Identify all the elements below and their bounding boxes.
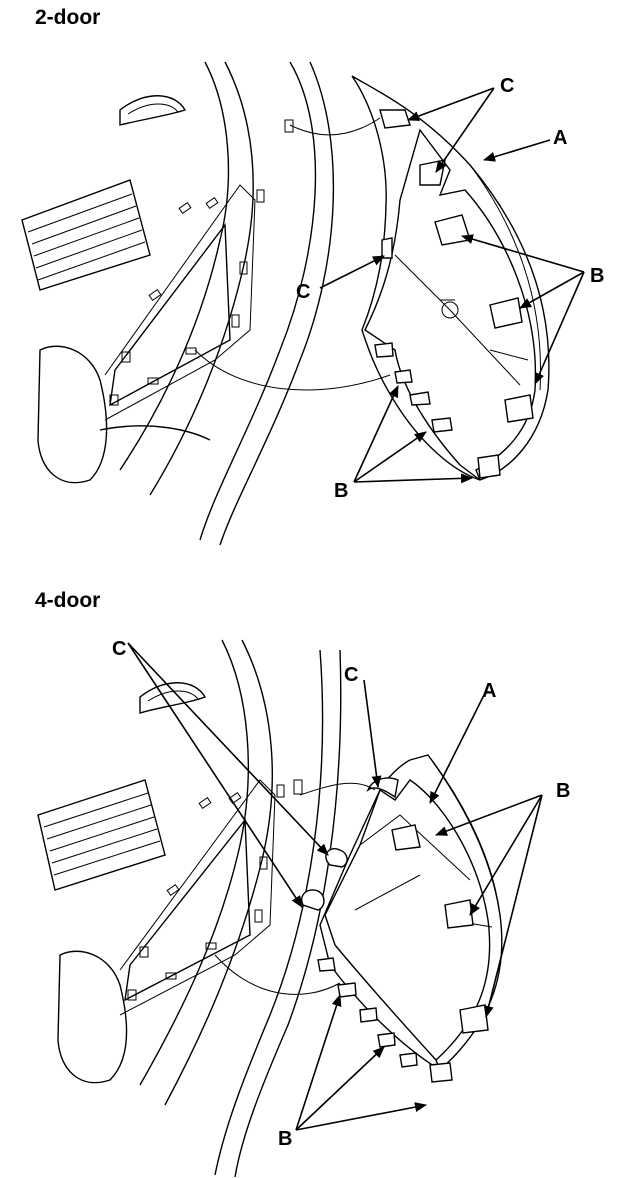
callout-a: A: [482, 680, 496, 702]
callout-c-top: C: [344, 664, 358, 686]
callout-b-bottom: B: [278, 1128, 292, 1150]
guide-line-lower: [194, 349, 391, 391]
callout-a: A: [553, 127, 567, 149]
trim-panel-a: [351, 75, 550, 481]
guide-line-upper: [299, 782, 376, 796]
callout-b-bottom: B: [334, 480, 348, 502]
callout-b-right: B: [590, 265, 604, 287]
guide-line-upper: [289, 117, 381, 136]
callout-b-right: B: [556, 780, 570, 802]
callout-c-left: C: [296, 281, 310, 303]
callout-c-left: C: [112, 638, 126, 660]
illustration-4-door: C C A B B: [37, 638, 570, 1178]
dashboard-outline: [37, 639, 342, 1178]
illustration-2-door: C A C B B: [21, 61, 604, 546]
diagram-2-door: 2-door: [0, 0, 640, 580]
panel-title-2-door: 2-door: [35, 6, 101, 29]
leader-lines: [319, 87, 585, 484]
diagram-4-door: 4-door: [0, 585, 640, 1178]
callout-c-top: C: [500, 75, 514, 97]
panel-title-4-door: 4-door: [35, 589, 101, 612]
guide-line-lower: [214, 954, 341, 995]
dashboard-outline: [21, 61, 335, 546]
leader-lines: [127, 642, 543, 1131]
trim-panel-a: [301, 754, 503, 1083]
